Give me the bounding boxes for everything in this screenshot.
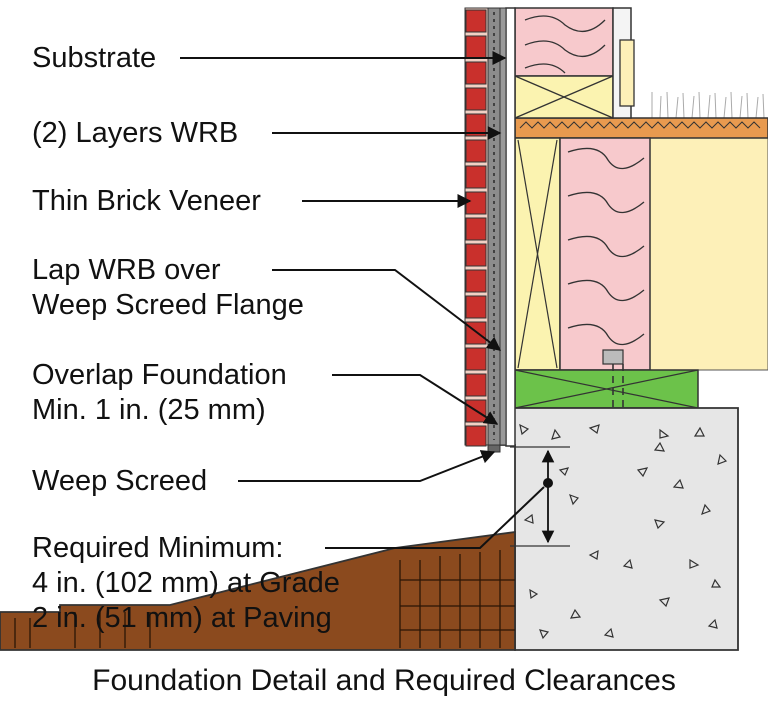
clearance-dot — [543, 478, 553, 488]
concrete-aggregate — [519, 423, 728, 640]
upper-trim — [619, 39, 635, 107]
mortar-bed — [487, 7, 501, 446]
thin-brick-veneer — [464, 7, 489, 447]
thin-brick — [465, 35, 487, 59]
upper-insulation — [514, 7, 614, 77]
soil-texture — [14, 550, 515, 648]
thin-brick — [465, 217, 487, 241]
label-wrb: (2) Layers WRB — [32, 117, 239, 149]
label-overlap-line1: Overlap Foundation — [32, 359, 287, 391]
label-required-line3: 2 in. (51 mm) at Paving — [32, 602, 332, 634]
thin-brick — [465, 269, 487, 293]
thin-brick — [465, 191, 487, 215]
substrate-sheathing — [505, 7, 516, 447]
label-lap-wrb-line1: Lap WRB over — [32, 254, 221, 286]
thin-brick — [465, 61, 487, 85]
foundation-wall — [499, 407, 739, 651]
subfloor-pattern — [519, 121, 761, 129]
thin-brick — [465, 243, 487, 267]
leader-required-minimum — [325, 486, 545, 549]
leader-lap-wrb — [272, 269, 502, 351]
carpet-texture — [651, 91, 765, 119]
leader-weep-screed — [238, 450, 496, 482]
thin-brick — [465, 295, 487, 319]
interior-floor-area — [649, 137, 768, 371]
subfloor — [514, 117, 768, 139]
thin-brick — [465, 87, 487, 111]
wall-insulation — [559, 137, 651, 371]
weep-screed — [487, 444, 501, 453]
thin-brick — [465, 425, 487, 447]
label-substrate: Substrate — [32, 42, 157, 74]
leader-overlap — [332, 374, 499, 425]
label-required-line2: 4 in. (102 mm) at Grade — [32, 567, 340, 599]
thin-brick — [465, 165, 487, 189]
wrb-layers — [499, 7, 507, 446]
soil-grade — [0, 530, 516, 651]
label-required-line1: Required Minimum: — [32, 532, 284, 564]
figure-caption: Foundation Detail and Required Clearance… — [92, 664, 676, 697]
thin-brick — [465, 347, 487, 371]
thin-brick — [465, 139, 487, 163]
label-weep-screed: Weep Screed — [32, 465, 208, 497]
label-thin-brick: Thin Brick Veneer — [32, 185, 261, 217]
label-overlap-line2: Min. 1 in. (25 mm) — [32, 394, 266, 426]
thin-brick — [465, 9, 487, 33]
thin-brick — [465, 113, 487, 137]
anchor-bolt-nut — [602, 349, 624, 365]
label-lap-wrb-line2: Weep Screed Flange — [32, 289, 304, 321]
thin-brick — [465, 373, 487, 397]
